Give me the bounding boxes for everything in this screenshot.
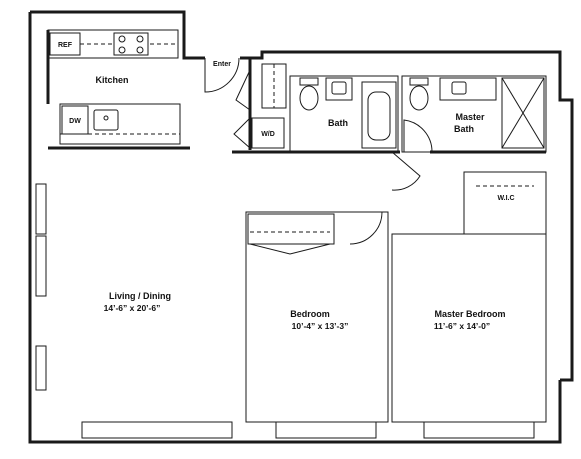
washer-dryer [251, 117, 285, 149]
entry-area: Enter [204, 57, 252, 150]
bedroom-dims: 10’-4” x 13’-3” [292, 321, 349, 331]
bedroom-area: Bedroom 10’-4” x 13’-3” [245, 211, 389, 439]
kitchen-title: Kitchen [95, 75, 128, 85]
bath-toilet-bowl [299, 85, 319, 111]
master-toilet-tank [409, 77, 429, 86]
master-bedroom-title: Master Bedroom [434, 309, 505, 319]
wall-outer-north [30, 10, 205, 60]
hall-door-swing [391, 151, 421, 191]
master-vanity [439, 77, 497, 101]
bath-area: Bath [289, 75, 400, 154]
wic-door [463, 200, 490, 235]
master-bath-title-2: Bath [454, 124, 474, 134]
wd-label: W/D [261, 131, 275, 138]
refrigerator [49, 32, 81, 56]
master-sink [451, 81, 467, 95]
dishwasher [61, 105, 89, 135]
living-dining-area: Living / Dining 14’-6” x 20’-6” [35, 183, 233, 439]
ref-label: REF [58, 42, 73, 49]
outer-walls [28, 10, 574, 444]
wd-door [233, 117, 251, 149]
stove [113, 32, 149, 56]
wic-enclosure [463, 171, 547, 235]
master-bath-title-1: Master [455, 112, 485, 122]
master-bedroom-area: Master Bedroom 11’-6” x 14’-0” [391, 233, 547, 439]
master-bath-door [403, 119, 433, 153]
living-dims: 14’-6” x 20’-6” [104, 303, 161, 313]
burner-1 [118, 35, 126, 43]
master-bath-area: Master Bath [401, 75, 547, 154]
burner-4 [136, 46, 144, 54]
master-bedroom-dims: 11’-6” x 14’-0” [434, 321, 490, 331]
bedroom-door [349, 211, 383, 245]
closet-door-1 [235, 69, 251, 111]
bath-title: Bath [328, 118, 348, 128]
wic-label: W.I.C [497, 195, 514, 202]
kitchen-area: REF DW Kitchen [46, 29, 190, 150]
dw-label: DW [69, 118, 81, 125]
living-title: Living / Dining [109, 291, 171, 301]
master-bedroom-window [423, 421, 535, 439]
living-window-3 [35, 345, 47, 391]
enter-label: Enter [213, 61, 231, 68]
master-toilet-bowl [409, 85, 429, 111]
burner-3 [118, 46, 126, 54]
living-window-1 [35, 183, 47, 235]
bath-sink [331, 81, 347, 95]
bedroom-closet-doors [249, 243, 331, 255]
kitchen-sink-drain [103, 115, 109, 121]
bedroom-window [275, 421, 377, 439]
living-window-bottom [81, 421, 233, 439]
shower-diag-2 [501, 77, 545, 149]
laundry-area: W/D [232, 63, 290, 154]
bedroom-closet [247, 213, 335, 245]
bath-toilet-tank [299, 77, 319, 86]
living-window-2 [35, 235, 47, 297]
wic-area: W.I.C [463, 171, 547, 235]
bathtub-inner [367, 91, 391, 141]
entry-door-swing [204, 57, 240, 93]
bedroom-title: Bedroom [290, 309, 330, 319]
bath-vanity [325, 77, 353, 101]
wall-outer-west [28, 12, 562, 444]
burner-2 [136, 35, 144, 43]
